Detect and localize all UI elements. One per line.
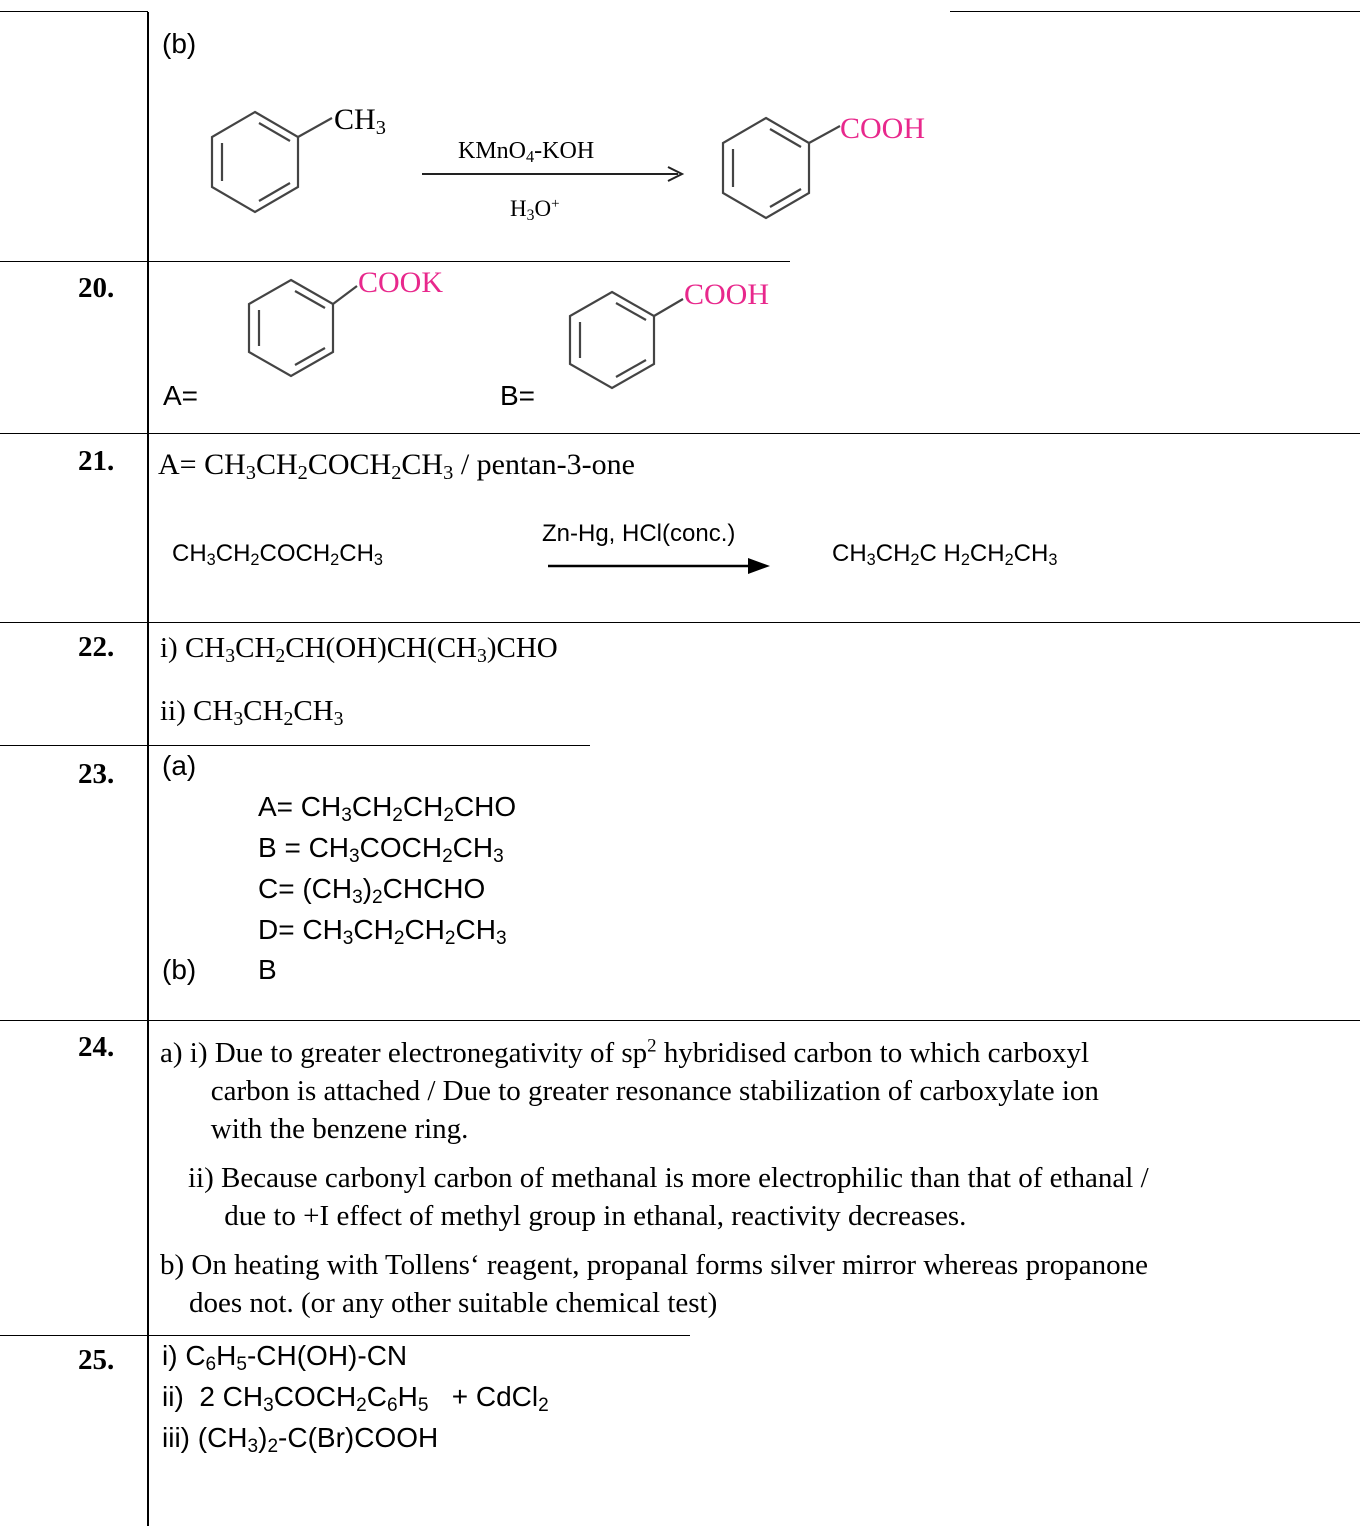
question-number: 25.: [78, 1344, 115, 1376]
answer-21: A= CH3CH2COCH2CH3 / pentan-3-one: [158, 448, 635, 485]
answer-23-C: C= (CH3)2CHCHO: [258, 873, 486, 908]
answer-24-a-ii: ii) Because carbonyl carbon of methanal …: [188, 1162, 1149, 1232]
answer-25-ii: ii) 2 CH3COCH2C6H5 + CdCl2: [162, 1381, 549, 1416]
answer-22-i: i) CH3CH2CH(OH)CH(CH3)CHO: [160, 632, 558, 667]
benzene-ring-icon: [721, 116, 841, 220]
reaction-21-reagent: Zn-Hg, HCl(conc.): [542, 520, 736, 547]
column-divider: [147, 12, 149, 1526]
row-divider: [0, 11, 148, 12]
reagent-bottom: H3O+: [510, 195, 560, 224]
answer-22-ii: ii) CH3CH2CH3: [160, 695, 344, 730]
row-divider: [0, 261, 790, 262]
reaction-21-product: CH3CH2C H2CH2CH3: [832, 540, 1058, 570]
product-a-group: COOK: [358, 266, 444, 299]
reagent-top: KMnO4-KOH: [458, 138, 595, 167]
reaction-arrow-icon: [422, 166, 685, 182]
row-divider: [0, 745, 590, 746]
question-number: 22.: [78, 631, 115, 663]
answer-24-b: b) On heating with Tollens‘ reagent, pro…: [160, 1249, 1148, 1319]
question-number: 24.: [78, 1031, 115, 1063]
product-group: COOH: [840, 112, 926, 145]
product-b-group: COOH: [684, 278, 770, 311]
reactant-group: CH3: [334, 103, 386, 140]
answer-23-b: B: [258, 954, 277, 985]
row-divider: [0, 1020, 1360, 1021]
product-a-label: A=: [163, 380, 199, 411]
benzene-ring-icon: [247, 278, 358, 378]
answer-25-i: i) C6H5-CH(OH)-CN: [162, 1340, 408, 1375]
product-b-label: B=: [500, 380, 536, 411]
answer-24-a-i: a) i) Due to greater electronegativity o…: [160, 1035, 1099, 1145]
answer-23-D: D= CH3CH2CH2CH3: [258, 914, 507, 949]
question-number: 20.: [78, 272, 115, 304]
question-number: 21.: [78, 445, 115, 477]
benzene-ring-icon: [568, 290, 684, 390]
benzene-ring-icon: [210, 110, 333, 214]
part-label-a: (a): [162, 750, 197, 781]
row-divider: [0, 1335, 690, 1336]
part-label-b: (b): [162, 954, 197, 985]
question-number: 23.: [78, 758, 115, 790]
row-divider: [0, 433, 1360, 434]
answer-25-iii: iii) (CH3)2-C(Br)COOH: [162, 1422, 439, 1457]
row-divider: [0, 622, 1360, 623]
reaction-arrow-icon: [548, 558, 770, 574]
reaction-21-reactant: CH3CH2COCH2CH3: [172, 540, 383, 570]
answer-23-A: A= CH3CH2CH2CHO: [258, 791, 517, 826]
row-divider: [950, 11, 1360, 12]
answer-23-B: B = CH3COCH2CH3: [258, 832, 504, 867]
part-label-b: (b): [162, 28, 197, 59]
